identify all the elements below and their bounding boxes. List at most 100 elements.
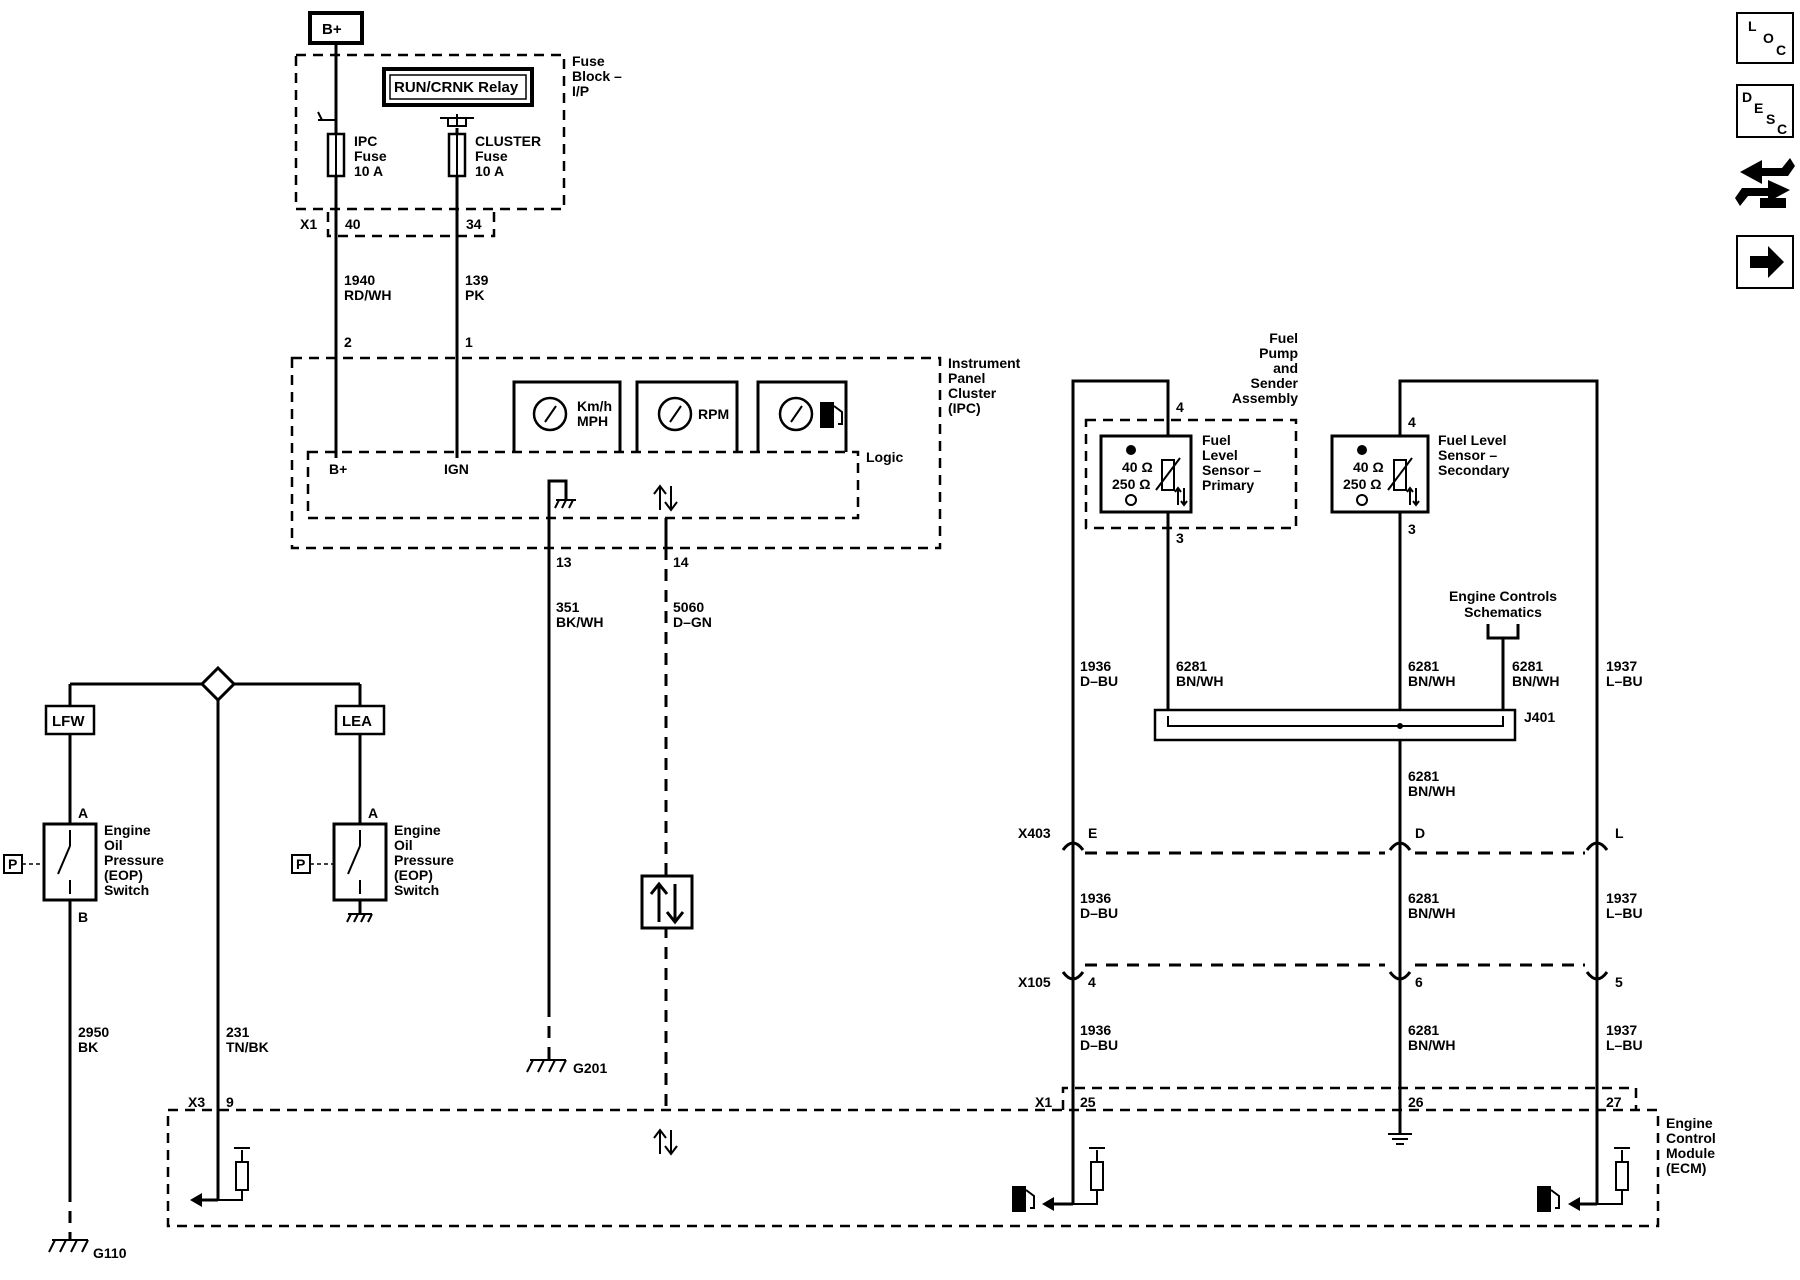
svg-text:10 A: 10 A (475, 163, 504, 179)
svg-text:Fuel: Fuel (1202, 432, 1231, 448)
svg-text:X1: X1 (1035, 1094, 1052, 1110)
svg-text:D: D (1742, 89, 1752, 105)
fuel-pump-assembly-label: Fuel Pump and Sender Assembly (1232, 330, 1299, 406)
ipc-outline (290, 356, 942, 550)
fuel-level-sensor-secondary-label: Fuel Level Sensor – Secondary (1438, 432, 1510, 478)
svg-text:4: 4 (1088, 974, 1096, 990)
svg-text:4: 4 (1176, 399, 1184, 415)
svg-text:BN/WH: BN/WH (1408, 1037, 1455, 1053)
svg-text:L: L (1615, 825, 1624, 841)
svg-text:5: 5 (1615, 974, 1623, 990)
svg-text:S: S (1766, 111, 1775, 127)
option-lea-label: LEA (334, 704, 386, 736)
svg-text:Primary: Primary (1202, 477, 1254, 493)
svg-text:40 Ω: 40 Ω (1353, 459, 1384, 475)
svg-text:A: A (78, 805, 88, 821)
speedometer-gauge-icon: Km/h MPH (512, 380, 622, 452)
svg-text:(ECM): (ECM) (1666, 1160, 1706, 1176)
run-crnk-relay: RUN/CRNK Relay (382, 67, 534, 107)
splice-diamond (199, 665, 237, 703)
svg-text:C: C (1777, 121, 1787, 137)
svg-text:231: 231 (226, 1024, 250, 1040)
svg-text:LEA: LEA (342, 713, 372, 730)
svg-text:Switch: Switch (394, 882, 439, 898)
svg-text:Fuse: Fuse (354, 148, 387, 164)
svg-text:26: 26 (1408, 1094, 1424, 1110)
fuse-block-label: Fuse Block – I/P (572, 53, 622, 99)
eop-switch-lea: P (291, 822, 388, 923)
svg-text:351: 351 (556, 599, 580, 615)
svg-text:J401: J401 (1524, 709, 1555, 725)
svg-text:Module: Module (1666, 1145, 1715, 1161)
svg-text:3: 3 (1408, 521, 1416, 537)
svg-text:A: A (368, 805, 378, 821)
ground-g201: G201 (526, 1005, 607, 1076)
ecm-ground-26 (1388, 1126, 1412, 1145)
desc-button[interactable]: D E S C (1736, 84, 1794, 138)
svg-text:1937: 1937 (1606, 890, 1637, 906)
svg-text:10 A: 10 A (354, 163, 383, 179)
loc-button[interactable]: L O C (1736, 12, 1794, 64)
splice-pack-j401: J401 (1153, 708, 1555, 742)
svg-text:E: E (1754, 100, 1763, 116)
engine-controls-schematics-ref[interactable]: Engine Controls Schematics (1449, 588, 1557, 716)
svg-text:Block –: Block – (572, 68, 622, 84)
eop-label-lea: Engine Oil Pressure (EOP) Switch (394, 822, 454, 898)
svg-text:6281: 6281 (1408, 658, 1439, 674)
svg-text:Panel: Panel (948, 370, 985, 386)
fuel-pump-icon (1537, 1186, 1551, 1212)
svg-text:40: 40 (345, 216, 361, 232)
ecm-serial-data-arrows-icon (653, 1128, 678, 1156)
option-lfw-label: LFW (44, 704, 96, 736)
svg-text:IGN: IGN (444, 461, 469, 477)
svg-text:Fuse: Fuse (475, 148, 508, 164)
fuel-level-sensor-primary-label: Fuel Level Sensor – Primary (1202, 432, 1261, 493)
connector-x403: X403 E D L (1018, 825, 1624, 855)
svg-text:Assembly: Assembly (1232, 390, 1298, 406)
svg-text:O: O (1763, 30, 1774, 46)
svg-text:X403: X403 (1018, 825, 1051, 841)
svg-text:B+: B+ (329, 461, 347, 477)
svg-text:P: P (8, 856, 17, 872)
svg-text:L–BU: L–BU (1606, 1037, 1643, 1053)
svg-text:B: B (78, 909, 88, 925)
svg-text:Fuel Level: Fuel Level (1438, 432, 1506, 448)
next-arrow-button[interactable] (1736, 235, 1794, 289)
svg-text:1936: 1936 (1080, 1022, 1111, 1038)
svg-text:13: 13 (556, 554, 572, 570)
svg-text:Switch: Switch (104, 882, 149, 898)
svg-text:RUN/CRNK Relay: RUN/CRNK Relay (394, 79, 519, 96)
svg-text:E: E (1088, 825, 1097, 841)
fuel-level-sensor-secondary: 40 Ω 250 Ω (1330, 434, 1430, 514)
svg-text:L: L (1748, 18, 1757, 34)
svg-text:Cluster: Cluster (948, 385, 997, 401)
svg-text:2950: 2950 (78, 1024, 109, 1040)
svg-text:(IPC): (IPC) (948, 400, 981, 416)
svg-text:D: D (1415, 825, 1425, 841)
svg-text:D–GN: D–GN (673, 614, 712, 630)
fuel-pump-icon (1012, 1186, 1026, 1212)
svg-text:Logic: Logic (866, 449, 904, 465)
svg-text:Km/h: Km/h (577, 398, 612, 414)
svg-text:I/P: I/P (572, 83, 589, 99)
fuel-pump-assembly-outline (1084, 418, 1298, 530)
svg-text:G110: G110 (93, 1245, 127, 1261)
ecm-fuel-input-secondary (1537, 1147, 1630, 1212)
connector-tools-icon[interactable] (1735, 158, 1795, 208)
svg-text:X105: X105 (1018, 974, 1051, 990)
svg-text:and: and (1273, 360, 1298, 376)
svg-text:BK/WH: BK/WH (556, 614, 603, 630)
svg-text:B+: B+ (322, 21, 342, 38)
svg-text:Instrument: Instrument (948, 355, 1021, 371)
svg-text:6281: 6281 (1176, 658, 1207, 674)
svg-text:TN/BK: TN/BK (226, 1039, 269, 1055)
svg-text:Sensor –: Sensor – (1202, 462, 1261, 478)
svg-text:BN/WH: BN/WH (1176, 673, 1223, 689)
svg-text:Oil: Oil (104, 837, 123, 853)
svg-text:4: 4 (1408, 414, 1416, 430)
svg-text:BN/WH: BN/WH (1408, 783, 1455, 799)
svg-text:Sensor –: Sensor – (1438, 447, 1497, 463)
svg-text:Sender: Sender (1251, 375, 1299, 391)
svg-text:6281: 6281 (1408, 890, 1439, 906)
